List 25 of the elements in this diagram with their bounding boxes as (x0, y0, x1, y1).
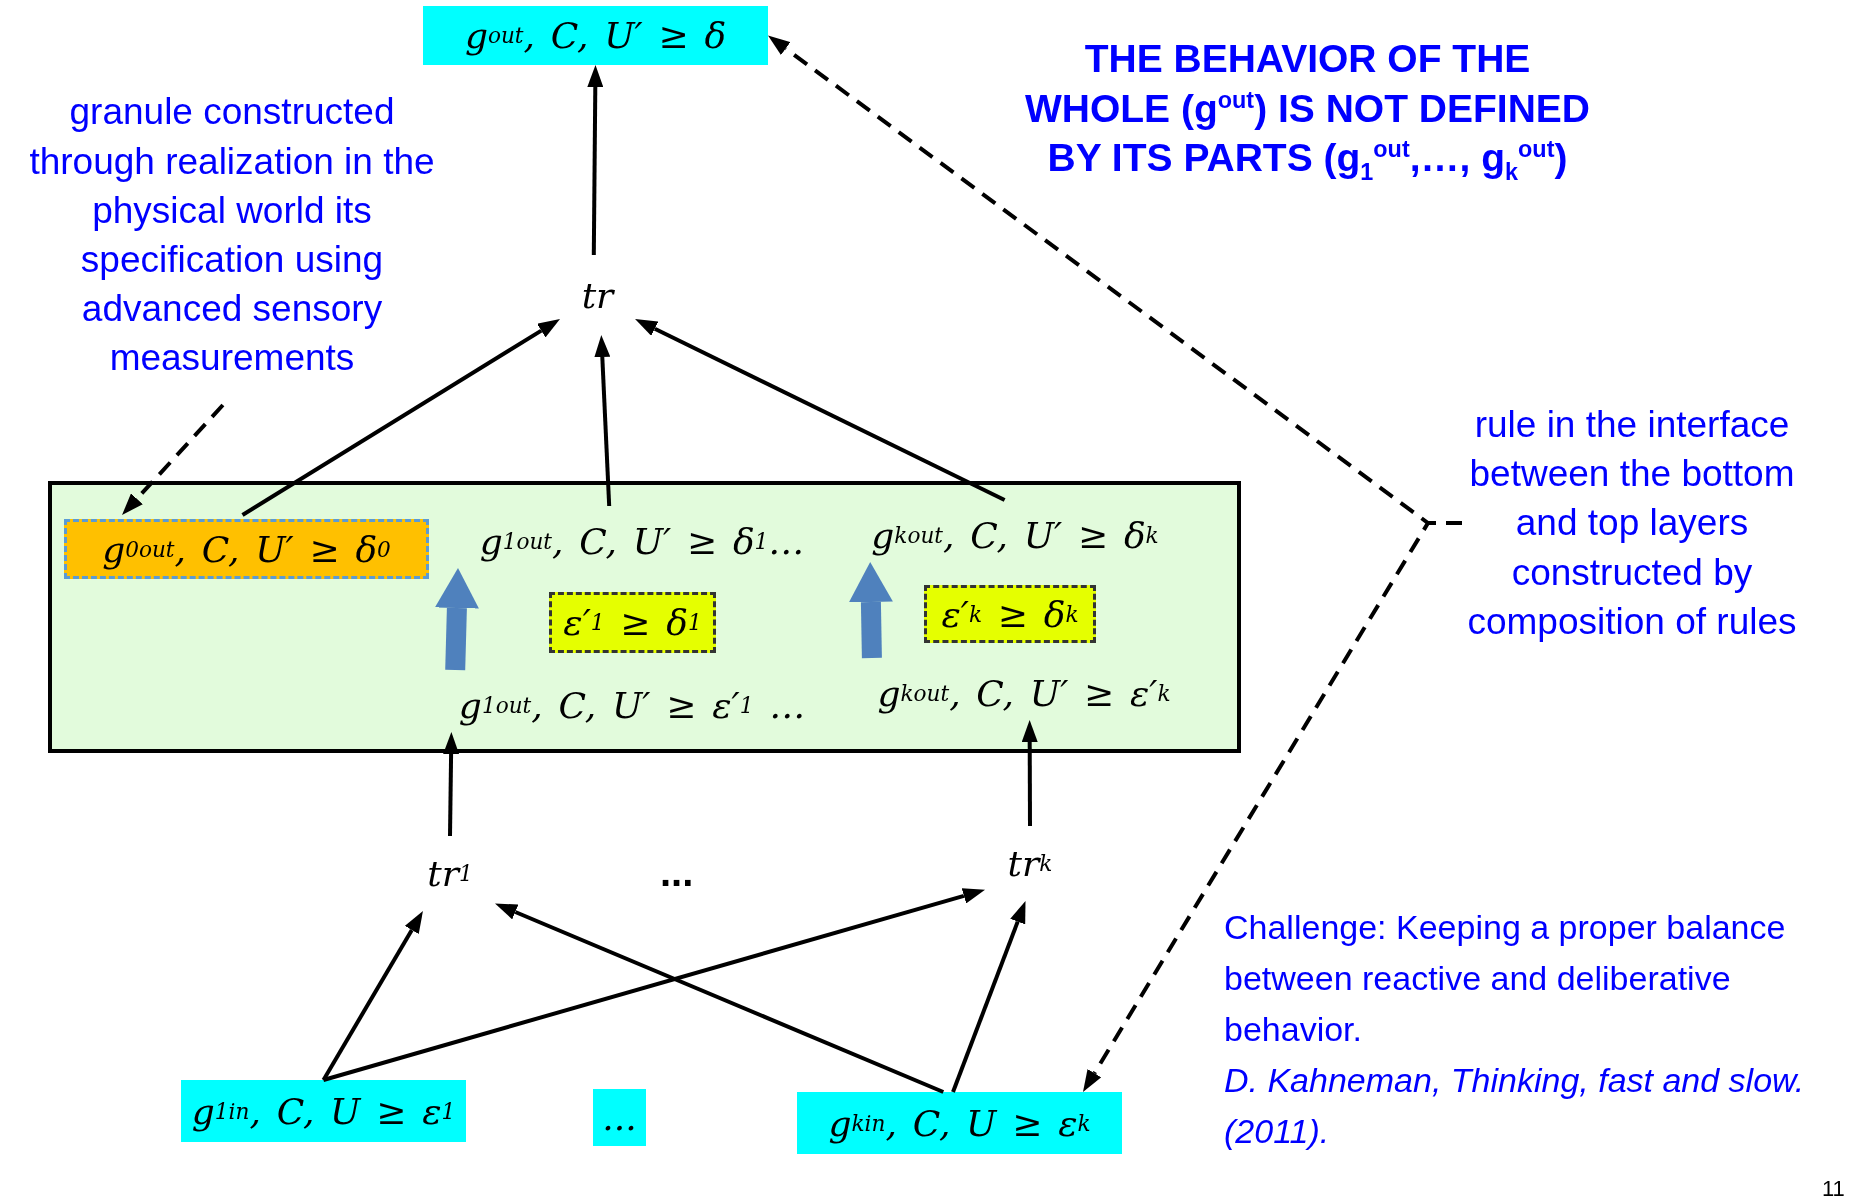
dashed-arrow (1083, 521, 1462, 1092)
annotation-text: rule in the interface between the bottom and top layers constructed by composition of rules (1462, 292, 1802, 754)
dashed-arrow (122, 403, 225, 515)
challenge-note: Challenge: Keeping a proper balance between reactive and deliberative behavior. (1224, 907, 1787, 1050)
ellipsis-box: ... (593, 1089, 646, 1146)
arrow (321, 911, 423, 1081)
heading: THE BEHAVIOR OF THE WHOLE (g$^{out}$) IS NOT DEFINED BY ITS PARTS (g$_{1}$$^{out}$,…, g$_{k}$$^{out}$) (1024, 36, 1591, 187)
layer-panel (48, 481, 1241, 753)
arrow (241, 319, 560, 517)
arrow (951, 901, 1026, 1093)
transition-label: tr (560, 255, 635, 335)
arrow (587, 65, 604, 256)
citation-text: D. Kahneman, Thinking, fast and slow. (2011). (1224, 1060, 1806, 1152)
arrow (1021, 720, 1038, 826)
arrow (443, 732, 460, 837)
arrow (635, 319, 1006, 502)
page-number: 11 (1822, 1176, 1845, 1201)
annotation-text: granule constructed through realization in the physical world its specification using advanced sensory measurements (4, 65, 460, 405)
formula-box: g$^{out}$, C, U′ ≥ δ (423, 6, 768, 65)
block-arrow (848, 562, 893, 659)
block-arrow (434, 568, 479, 671)
ellipsis: ... (660, 850, 694, 895)
arrow (495, 903, 945, 1094)
arrow (594, 335, 612, 507)
arrow (322, 888, 986, 1082)
